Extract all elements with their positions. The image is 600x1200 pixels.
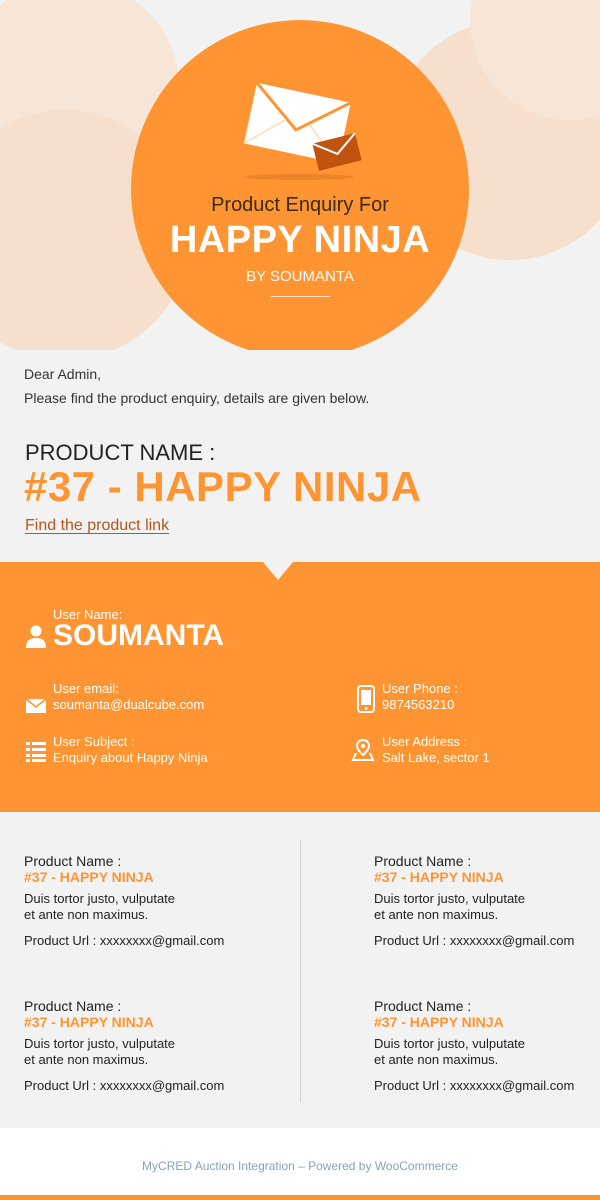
user-name-label: User Name: <box>53 607 123 622</box>
user-subject-label: User Subject : <box>53 734 135 749</box>
products-grid: Product Name : #37 - HAPPY NINJA Duis to… <box>0 812 600 1128</box>
hero-circle: Product Enquiry For HAPPY NINJA BY SOUMA… <box>131 20 469 350</box>
product-card-desc-line: Duis tortor justo, vulputate <box>374 1036 526 1051</box>
user-icon <box>26 625 46 648</box>
user-address-value: Salt Lake, sector 1 <box>382 750 490 765</box>
envelope-icon <box>243 81 362 180</box>
email-footer: MyCRED Auction Integration – Powered by … <box>0 1128 600 1200</box>
user-email-field: User email: soumanta@dualcube.com <box>53 681 204 713</box>
user-email-label: User email: <box>53 681 119 696</box>
product-card-url[interactable]: Product Url : xxxxxxxx@gmail.com <box>24 1078 225 1093</box>
user-details-band: User Name: SOUMANTA User email: soumanta… <box>0 562 600 812</box>
product-card-desc-line: et ante non maximus. <box>374 1052 499 1067</box>
product-card-title[interactable]: #37 - HAPPY NINJA <box>24 1014 154 1030</box>
list-icon <box>26 742 46 762</box>
product-card-label: Product Name : <box>374 998 472 1014</box>
product-card: Product Name : #37 - HAPPY NINJA Duis to… <box>24 998 254 1094</box>
product-card-desc-line: et ante non maximus. <box>24 1052 149 1067</box>
hero-subtitle: Product Enquiry For <box>211 194 389 216</box>
product-title: #37 - HAPPY NINJA <box>24 463 422 510</box>
product-card-label: Product Name : <box>24 853 122 869</box>
hero-byline: BY SOUMANTA <box>246 268 354 285</box>
user-subject-field: User Subject : Enquiry about Happy Ninja <box>53 734 208 766</box>
user-phone-label: User Phone : <box>382 681 458 696</box>
product-card-description: Duis tortor justo, vulputate et ante non… <box>24 891 254 923</box>
product-card: Product Name : #37 - HAPPY NINJA Duis to… <box>374 998 600 1094</box>
product-card-description: Duis tortor justo, vulputate et ante non… <box>374 1036 600 1068</box>
product-card-desc-line: Duis tortor justo, vulputate <box>374 891 526 906</box>
product-card-label: Product Name : <box>24 998 122 1014</box>
product-card-desc-line: Duis tortor justo, vulputate <box>24 1036 176 1051</box>
greeting-block: Dear Admin, Please find the product enqu… <box>24 362 369 410</box>
salutation: Dear Admin, <box>24 366 102 382</box>
product-card: Product Name : #37 - HAPPY NINJA Duis to… <box>24 853 254 949</box>
product-card-desc-line: Duis tortor justo, vulputate <box>24 891 176 906</box>
product-card-description: Duis tortor justo, vulputate et ante non… <box>24 1036 254 1068</box>
user-address-field: User Address : Salt Lake, sector 1 <box>382 734 490 766</box>
hero-underline <box>270 296 330 297</box>
product-card-title[interactable]: #37 - HAPPY NINJA <box>24 869 154 885</box>
product-card-description: Duis tortor justo, vulputate et ante non… <box>374 891 600 923</box>
column-divider <box>300 840 301 1102</box>
map-pin-icon <box>351 738 375 761</box>
product-name-label: PRODUCT NAME : <box>25 440 216 465</box>
greeting-message: Please find the product enquiry, details… <box>24 390 370 406</box>
user-email-value[interactable]: soumanta@dualcube.com <box>53 697 205 712</box>
product-card: Product Name : #37 - HAPPY NINJA Duis to… <box>374 853 600 949</box>
user-address-label: User Address : <box>382 734 468 749</box>
phone-icon <box>357 685 375 713</box>
product-card-desc-line: et ante non maximus. <box>374 907 499 922</box>
hero-title: HAPPY NINJA <box>169 219 431 261</box>
product-card-title[interactable]: #37 - HAPPY NINJA <box>374 1014 504 1030</box>
product-card-desc-line: et ante non maximus. <box>24 907 149 922</box>
user-subject-value: Enquiry about Happy Ninja <box>53 750 208 765</box>
footer-text: MyCRED Auction Integration – Powered by … <box>142 1159 458 1173</box>
email-header: Product Enquiry For HAPPY NINJA BY SOUMA… <box>0 0 600 350</box>
product-card-title[interactable]: #37 - HAPPY NINJA <box>374 869 504 885</box>
notch-arrow <box>263 562 293 580</box>
product-link[interactable]: Find the product link <box>25 517 170 534</box>
product-card-url[interactable]: Product Url : xxxxxxxx@gmail.com <box>374 933 575 948</box>
user-phone-field: User Phone : 9874563210 <box>382 681 458 713</box>
user-phone-value: 9874563210 <box>382 697 455 712</box>
footer-accent-bar <box>0 1195 600 1200</box>
mail-icon <box>25 698 47 713</box>
user-name: SOUMANTA <box>53 619 225 652</box>
product-card-url[interactable]: Product Url : xxxxxxxx@gmail.com <box>374 1078 575 1093</box>
product-card-label: Product Name : <box>374 853 472 869</box>
product-card-url[interactable]: Product Url : xxxxxxxx@gmail.com <box>24 933 225 948</box>
